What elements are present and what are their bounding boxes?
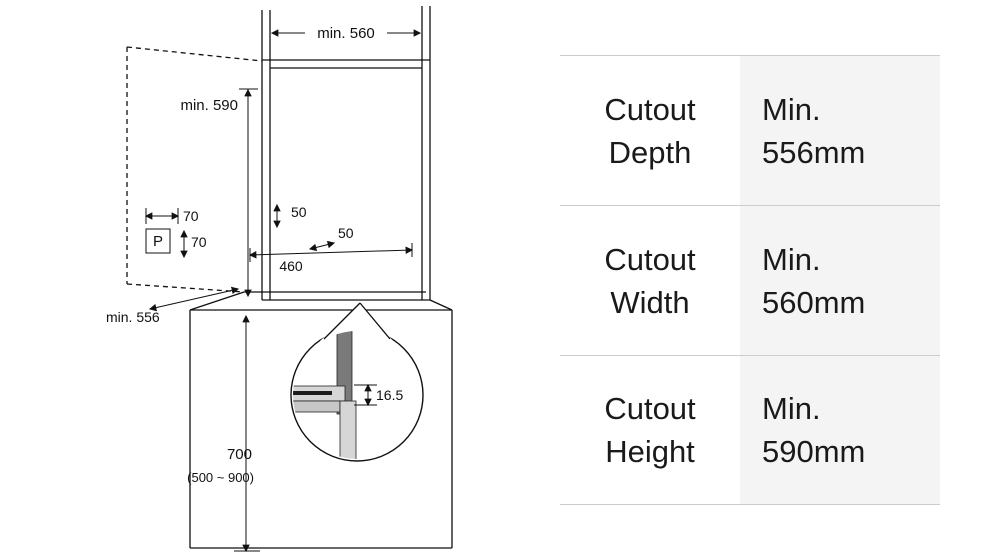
cutout-dashed-outline	[126, 46, 263, 293]
dim-power-outlet: 70 P 70	[144, 208, 207, 259]
dim-vent-width-label: 460	[279, 258, 303, 274]
dim-gap-b-label: 50	[338, 225, 354, 241]
spec-label-line1: Cutout	[604, 241, 696, 277]
spec-value-height: Min. 590mm	[740, 356, 940, 504]
front-trim-section	[339, 400, 357, 459]
detail-callout: 16.5	[290, 302, 424, 462]
dim-base-height: 700 (500 ~ 900)	[187, 314, 260, 553]
spec-label-line2: Depth	[608, 134, 692, 170]
power-outlet-label: P	[153, 233, 163, 250]
spec-value-line1: Min.	[762, 91, 821, 127]
spec-value-width: Min. 560mm	[740, 206, 940, 355]
installation-diagram: min. 560 min. 590 70 P 70 50	[106, 6, 453, 553]
cutout-spec-table: Cutout Depth Min. 556mm Cutout Width Min…	[560, 55, 940, 505]
dim-cutout-width-label: min. 560	[317, 25, 375, 42]
spec-label-width: Cutout Width	[560, 206, 740, 355]
cabinet-front-frame	[244, 6, 431, 301]
dim-vent-width: 460	[248, 243, 414, 274]
spec-label-height: Cutout Height	[560, 356, 740, 504]
dim-base-height-range-label: (500 ~ 900)	[187, 470, 254, 485]
spec-value-depth: Min. 556mm	[740, 56, 940, 205]
spec-row-height: Cutout Height Min. 590mm	[560, 355, 940, 505]
detail-pointer-wedge	[320, 303, 393, 341]
dim-cutout-height: min. 590	[180, 88, 258, 298]
dim-outlet-vertical-label: 70	[191, 234, 207, 250]
dim-detail-gap-label: 16.5	[376, 387, 403, 403]
dim-cutout-depth-label: min. 556	[106, 309, 160, 325]
spec-label-depth: Cutout Depth	[560, 56, 740, 205]
spec-value-line2: 560mm	[762, 284, 866, 320]
spec-label-line2: Height	[605, 434, 695, 469]
spec-label-line2: Width	[610, 284, 690, 320]
spec-row-width: Cutout Width Min. 560mm	[560, 205, 940, 355]
power-outlet-box	[145, 228, 171, 254]
mounting-bracket	[293, 391, 332, 395]
dim-cutout-depth: min. 556	[106, 286, 240, 325]
spec-value-line2: 556mm	[762, 134, 866, 170]
dim-cutout-height-label: min. 590	[180, 97, 238, 114]
dim-cutout-width: min. 560	[270, 25, 422, 42]
dim-detail-gap: 16.5	[354, 383, 403, 407]
dim-gap-a-label: 50	[291, 204, 307, 220]
spec-value-line2: 590mm	[762, 434, 866, 469]
spec-row-depth: Cutout Depth Min. 556mm	[560, 55, 940, 205]
spec-label-line1: Cutout	[604, 91, 696, 127]
dim-gap-b: 50	[308, 225, 354, 252]
dim-base-height-label: 700	[227, 446, 252, 463]
detail-cross-section	[293, 331, 357, 459]
spec-value-line1: Min.	[762, 391, 821, 426]
spec-label-line1: Cutout	[604, 391, 696, 426]
shelf-lower-section	[293, 400, 341, 413]
spec-value-line1: Min.	[762, 241, 821, 277]
dim-outlet-horizontal-label: 70	[183, 208, 199, 224]
dim-gap-a: 50	[273, 203, 307, 229]
